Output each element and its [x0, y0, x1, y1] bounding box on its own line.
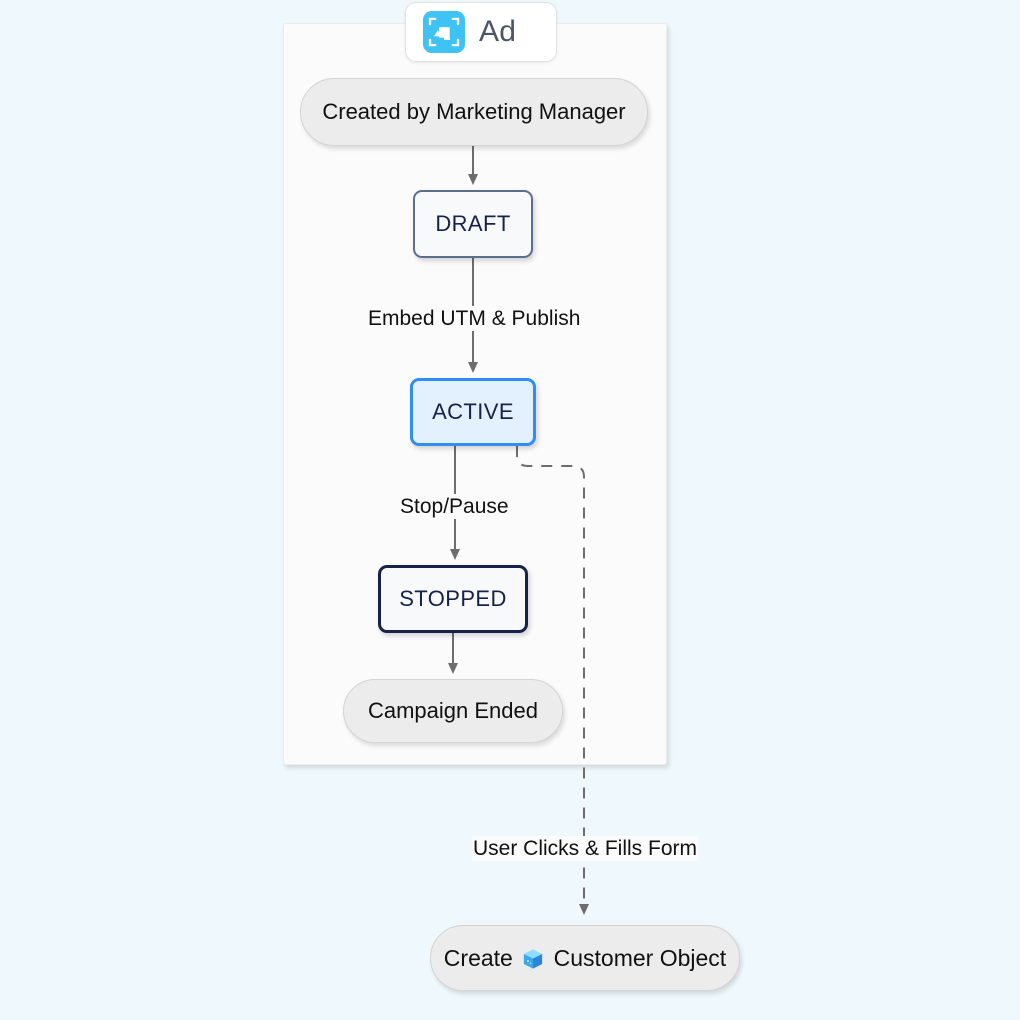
edge-label-stop-pause: Stop/Pause	[399, 494, 510, 519]
node-active[interactable]: ACTIVE	[410, 378, 536, 446]
edge-label-embed-utm-publish: Embed UTM & Publish	[367, 306, 582, 331]
node-label-prefix: Create	[443, 944, 513, 971]
node-label: Created by Marketing Manager	[322, 99, 626, 124]
edge-label-user-clicks-fills-form: User Clicks & Fills Form	[472, 836, 698, 861]
node-stopped[interactable]: STOPPED	[378, 565, 528, 633]
node-label: Create Customer Object	[443, 944, 727, 971]
subgraph-title-badge[interactable]: Ad	[405, 2, 557, 62]
node-label: DRAFT	[435, 211, 511, 236]
shapes-icon	[423, 11, 465, 53]
node-label: STOPPED	[399, 586, 507, 611]
node-label: ACTIVE	[432, 399, 514, 424]
node-created-by-marketing-manager[interactable]: Created by Marketing Manager	[300, 78, 648, 146]
node-campaign-ended[interactable]: Campaign Ended	[343, 679, 563, 743]
node-create-customer-object[interactable]: Create Customer Object	[430, 925, 740, 991]
ice-cube-icon	[524, 948, 543, 969]
subgraph-title-label: Ad	[479, 15, 517, 48]
node-label: Campaign Ended	[367, 698, 538, 723]
node-label-suffix: Customer Object	[553, 944, 727, 971]
node-draft[interactable]: DRAFT	[413, 190, 533, 258]
